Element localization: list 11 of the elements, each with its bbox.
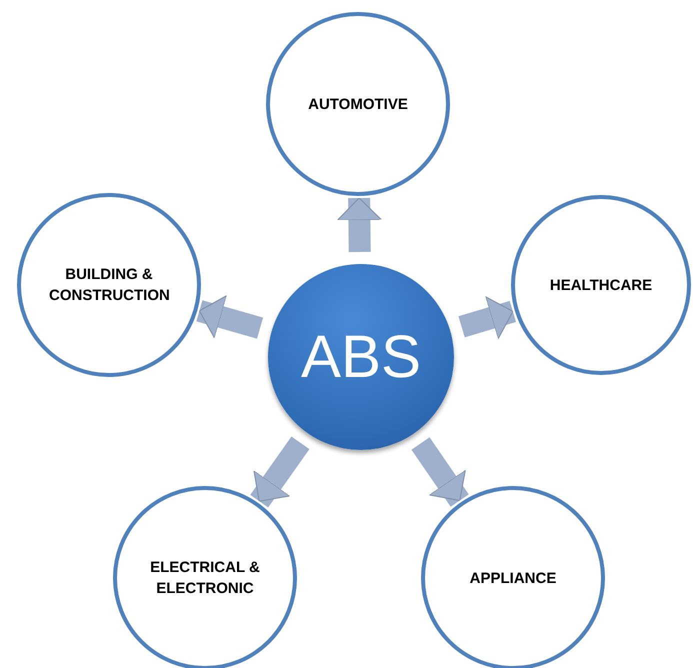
block-arrow [336, 198, 382, 252]
node-label: HEALTHCARE [550, 276, 652, 296]
node-label: BUILDING & CONSTRUCTION [49, 265, 169, 306]
block-arrow [458, 296, 516, 340]
block-arrow [250, 436, 310, 508]
block-arrow [196, 295, 264, 339]
node-label: ELECTRICAL & ELECTRONIC [149, 558, 261, 599]
node-label: AUTOMOTIVE [308, 94, 408, 114]
block-arrow [411, 437, 469, 507]
node-label: ABS [300, 327, 422, 387]
node-label: APPLIANCE [470, 568, 556, 588]
